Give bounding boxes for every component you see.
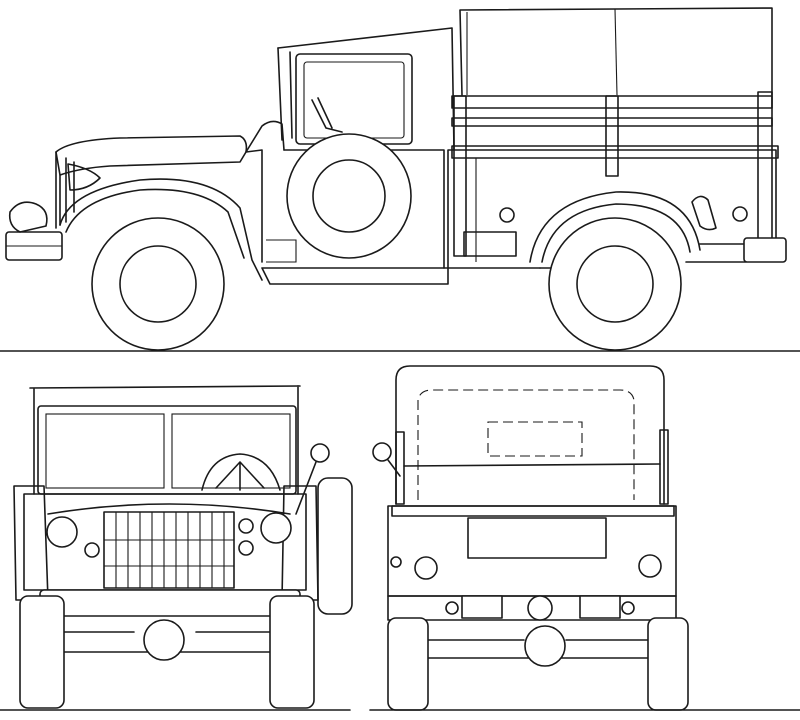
winch — [8, 201, 48, 233]
rear-canvas-window — [417, 389, 635, 500]
stake-rail-top — [451, 95, 773, 109]
tie-down-bolt — [499, 207, 515, 223]
headlight-right — [260, 512, 292, 544]
rear-tire-right — [647, 617, 689, 711]
front-fender-inner — [65, 188, 245, 259]
front-grille — [55, 151, 101, 229]
marker-light-right — [238, 518, 254, 534]
cab-pillar — [277, 47, 293, 141]
running-board — [261, 267, 449, 285]
front-hood-line — [47, 503, 291, 515]
rear-bumper-block-left — [461, 595, 503, 619]
rear-bumper-bolt-right — [621, 601, 635, 615]
rear-fender-inner — [541, 203, 691, 263]
front-tire-left — [19, 595, 65, 709]
tail-light-left — [414, 556, 438, 580]
hood — [55, 135, 248, 176]
stake-post-mid — [605, 95, 619, 177]
front-view-bumper — [39, 589, 301, 617]
stake-post-front — [453, 95, 467, 257]
tail-light-right — [638, 554, 662, 578]
step — [266, 239, 297, 263]
toolbox — [463, 231, 517, 257]
rear-canvas-patch — [487, 421, 583, 457]
rear-fender — [529, 191, 701, 263]
rear-wheel — [548, 217, 682, 351]
stake-rail-low — [451, 145, 779, 159]
front-differential — [143, 619, 185, 661]
front-wheel — [91, 217, 225, 351]
front-wheel-rim — [119, 245, 197, 323]
rear-canvas — [395, 365, 665, 505]
rear-bumper-block-right — [579, 595, 621, 619]
marker-light-right-2 — [238, 540, 254, 556]
front-tire-right — [269, 595, 315, 709]
front-left-fender — [13, 485, 49, 601]
rear-stake-left — [395, 431, 405, 505]
front-body — [23, 493, 307, 591]
spare-tire — [286, 133, 412, 259]
rear-stake-right — [659, 429, 669, 505]
rear-wheel-rim — [576, 245, 654, 323]
canvas-cover — [459, 7, 773, 96]
rear-plate — [467, 517, 607, 559]
steering-wheel-icon — [311, 97, 343, 133]
side-window-frame — [295, 53, 413, 145]
rear-tire-left — [387, 617, 429, 711]
front-grille-bars — [103, 511, 235, 589]
rear-rail — [403, 463, 661, 467]
canvas-seam — [614, 8, 618, 96]
front-view — [0, 385, 353, 711]
windshield-left — [45, 413, 165, 489]
spare-tire-edge — [317, 477, 353, 615]
rear-bolt — [390, 556, 402, 568]
rear-bumper — [743, 237, 787, 263]
rear-side-mirror — [372, 442, 392, 462]
spare-tire-rim — [312, 159, 386, 233]
hood-side — [59, 120, 285, 226]
front-roof — [29, 385, 301, 495]
side-view — [0, 7, 800, 352]
side-mirror — [310, 443, 330, 463]
marker-light-left — [84, 542, 100, 558]
stake-post-rear — [757, 91, 773, 245]
mirror-arm — [295, 461, 317, 515]
pintle-hitch-icon — [527, 595, 553, 621]
headlight-left — [46, 516, 78, 548]
tail-bolt — [732, 206, 748, 222]
rear-bumper-bolt-left — [445, 601, 459, 615]
rear-mirror-arm — [387, 459, 401, 477]
cargo-bed — [447, 149, 777, 269]
rear-view — [369, 365, 800, 711]
front-steering-wheel-icon — [201, 453, 281, 491]
tailgate-top — [391, 505, 675, 517]
fuel-cap-icon — [691, 195, 717, 231]
windshield-right — [171, 413, 291, 489]
stake-rail-mid — [451, 117, 773, 127]
front-fender — [59, 178, 263, 281]
rear-differential — [524, 625, 566, 667]
